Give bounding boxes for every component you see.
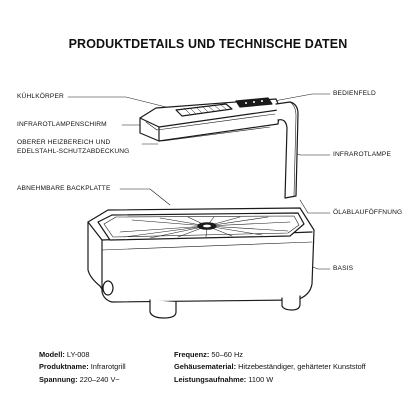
spec-key: Modell: [39, 350, 65, 359]
label-oelablauf: ÖLABLAUFÖFFNUNG [333, 209, 403, 216]
page-title: PRODUKTDETAILS UND TECHNISCHE DATEN [68, 37, 348, 51]
plate-swirl [119, 216, 291, 239]
support-arm [275, 101, 299, 199]
label-heizbereich: OBERER HEIZBEREICH UND EDELSTAHL-SCHUTZA… [17, 139, 129, 156]
spec-key: Produktname: [39, 362, 89, 372]
spec-value: 1100 W [246, 374, 274, 384]
spec-value: 50–60 Hz [209, 350, 244, 359]
spec-value: Hitzebeständiger, gehärteter Kunststoff [236, 362, 366, 372]
specs-left: Modell: LY-008 Produktname: Infrarotgril… [39, 349, 126, 386]
spec-value: LY-008 [64, 350, 90, 359]
label-heizbereich-line2: EDELSTAHL-SCHUTZABDECKUNG [17, 147, 130, 155]
lamp-head [139, 97, 281, 142]
spec-key: Spannung: [39, 374, 78, 384]
label-infrarotlampenschirm: INFRAROTLAMPENSCHIRM [17, 121, 107, 128]
spec-row-frequenz: Frequenz: 50–60 Hz [174, 349, 366, 361]
label-heizbereich-line1: OBERER HEIZBEREICH UND [17, 139, 111, 146]
spec-key: Gehäusematerial: [174, 362, 237, 372]
spec-key: Leistungsaufnahme: [174, 374, 247, 384]
spec-row-leistung: Leistungsaufnahme: 1100 W [174, 374, 366, 386]
label-basis: BASIS [333, 265, 354, 272]
spec-key: Frequenz: [174, 350, 210, 359]
spec-value: Infrarotgrill [88, 362, 126, 372]
spec-row-modell: Modell: LY-008 [39, 349, 126, 361]
label-kuehlkoerper: KÜHLKÖRPER [17, 93, 64, 100]
label-backplatte: ABNEHMBARE BACKPLATTE [17, 185, 111, 192]
label-infrarotlampe: INFRAROTLAMPE [333, 151, 392, 158]
spec-row-spannung: Spannung: 220–240 V~ [39, 374, 126, 386]
heatsink-fins [183, 103, 227, 115]
specs-right: Frequenz: 50–60 Hz Gehäusematerial: Hitz… [174, 349, 366, 386]
spec-value: 220–240 V~ [77, 374, 120, 384]
spec-row-produktname: Produktname: Infrarotgrill [39, 361, 126, 373]
spec-row-gehaeusematerial: Gehäusematerial: Hitzebeständiger, gehär… [174, 361, 366, 373]
label-bedienfeld: BEDIENFELD [333, 90, 376, 97]
